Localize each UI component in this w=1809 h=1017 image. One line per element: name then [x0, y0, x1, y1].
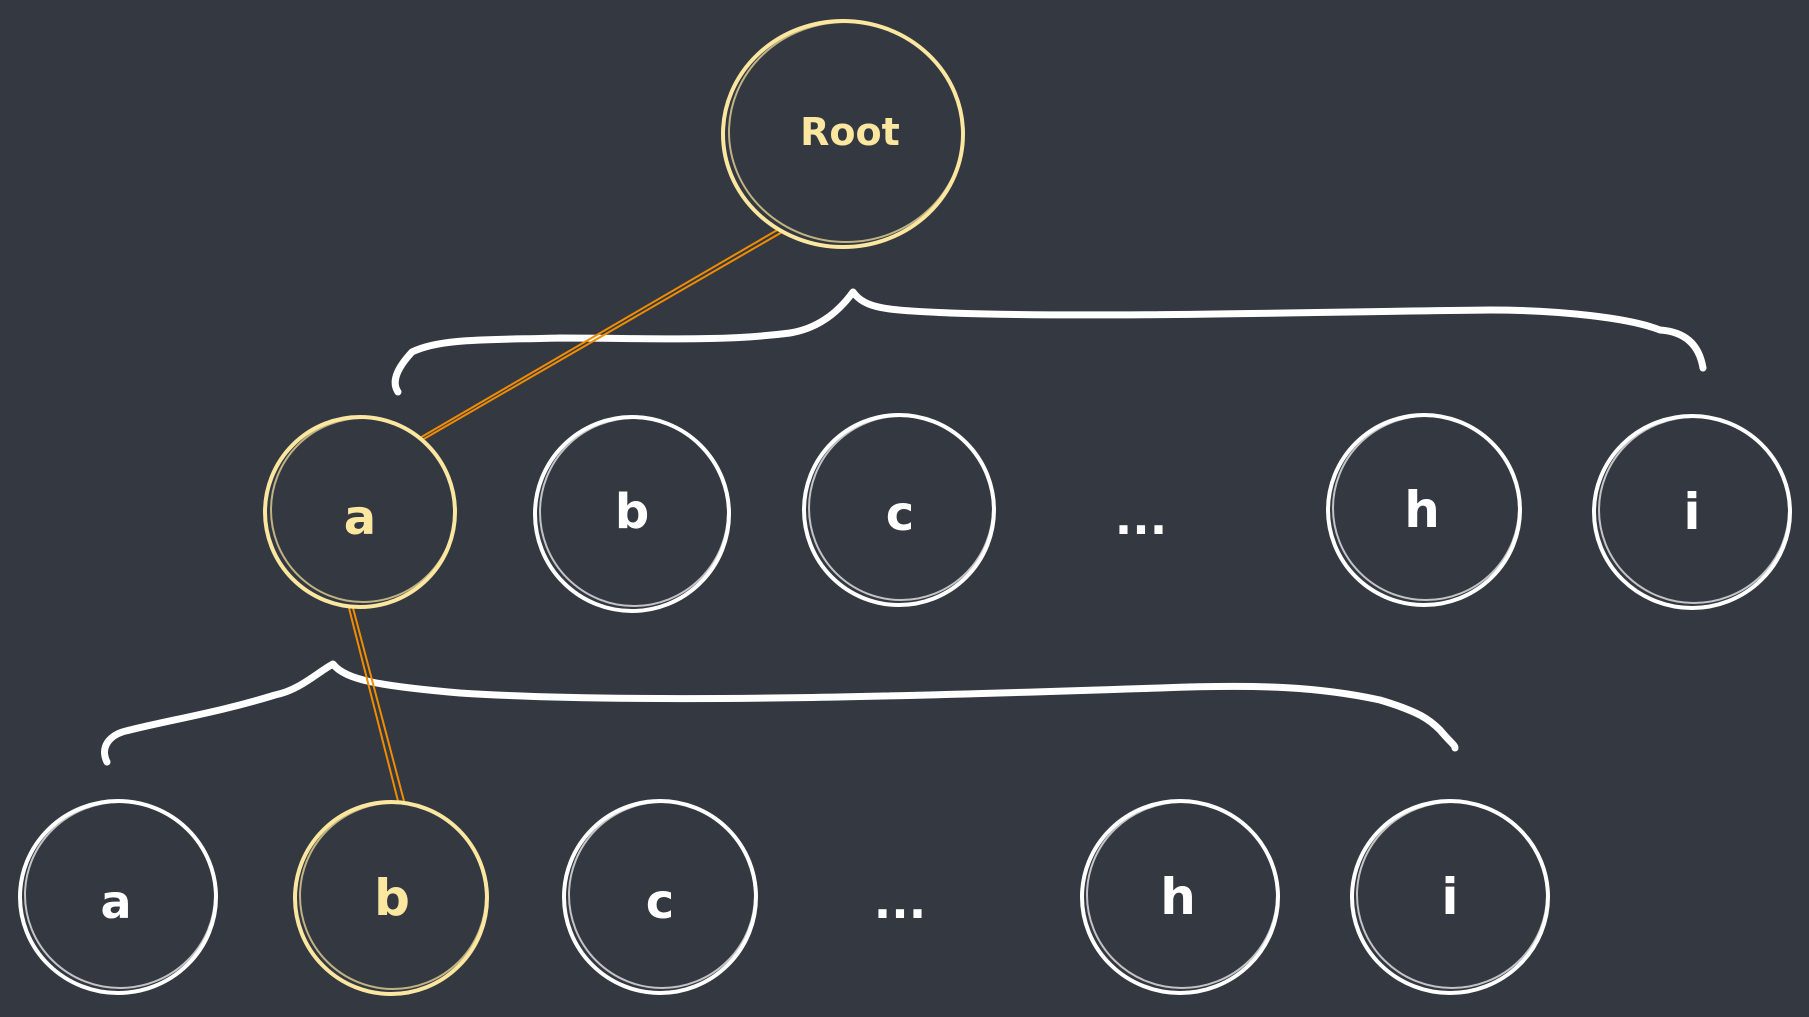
level2-node-c: c [562, 799, 758, 995]
level2-ellipsis: ... [874, 875, 926, 929]
level1-node-c-label: c [886, 486, 914, 542]
level1-node-h: h [1326, 413, 1522, 607]
level2-node-h: h [1080, 799, 1280, 995]
level2-node-b: b [293, 800, 489, 996]
level2-node-i-label: i [1441, 868, 1458, 926]
level2-node-h-label: h [1160, 868, 1196, 926]
level1-ellipsis: ... [1115, 491, 1167, 545]
level1-node-i-label: i [1683, 483, 1700, 541]
level1-node-i: i [1592, 414, 1792, 610]
level1-ellipsis-label: ... [1115, 491, 1167, 545]
level1-node-c: c [802, 413, 996, 607]
highlighted-edge-a-to-b [348, 607, 405, 802]
level1-node-a-label: a [344, 490, 376, 546]
level2-ellipsis-label: ... [874, 875, 926, 929]
level2-children-brace [101, 660, 1459, 766]
level2-node-c-label: c [646, 874, 674, 930]
level2-node-a-label: a [100, 875, 131, 929]
root-node: Root [721, 19, 965, 249]
level1-node-b: b [533, 415, 731, 613]
level2-node-b-label: b [374, 869, 410, 927]
level2-node-i: i [1350, 799, 1550, 995]
level1-node-h-label: h [1404, 481, 1440, 539]
level1-children-brace [391, 288, 1707, 396]
level1-node-b-label: b [615, 484, 649, 540]
level2-node-a: a [18, 799, 218, 995]
root-node-label: Root [800, 110, 900, 154]
level1-node-a: a [263, 415, 457, 609]
highlighted-edge-root-to-a [417, 228, 785, 441]
